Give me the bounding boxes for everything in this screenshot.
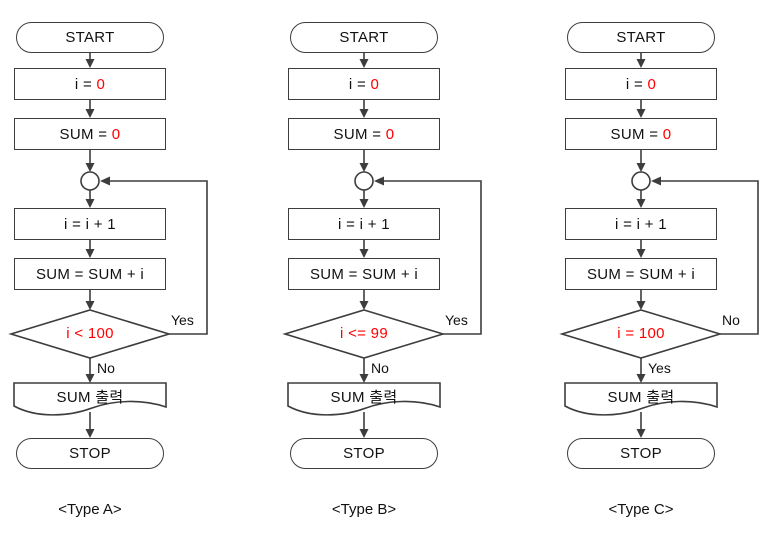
init-i-value: 0: [370, 75, 380, 93]
init-i-node: i = 0: [288, 68, 440, 100]
start-node: START: [290, 22, 438, 53]
accumulate-label: SUM = SUM + i: [309, 265, 419, 283]
start-node: START: [16, 22, 164, 53]
init-sum-node: SUM = 0: [14, 118, 166, 150]
increment-node: i = i + 1: [288, 208, 440, 240]
flowchart-column-type-a: START i = 0 SUM = 0 i = i + 1 SUM = SUM …: [0, 0, 220, 535]
start-label: START: [339, 29, 389, 46]
start-node: START: [567, 22, 715, 53]
init-sum-node: SUM = 0: [288, 118, 440, 150]
init-sum-value: 0: [662, 125, 672, 143]
accumulate-node: SUM = SUM + i: [14, 258, 166, 290]
increment-label: i = i + 1: [338, 215, 390, 233]
flowchart-column-type-c: START i = 0 SUM = 0 i = i + 1 SUM = SUM …: [551, 0, 768, 535]
init-sum-label: SUM =: [333, 125, 386, 143]
increment-node: i = i + 1: [565, 208, 717, 240]
init-sum-label: SUM =: [59, 125, 112, 143]
init-i-node: i = 0: [14, 68, 166, 100]
increment-label: i = i + 1: [64, 215, 116, 233]
init-i-label: i =: [348, 75, 371, 93]
stop-node: STOP: [16, 438, 164, 469]
accumulate-label: SUM = SUM + i: [586, 265, 696, 283]
init-sum-label: SUM =: [610, 125, 663, 143]
init-i-label: i =: [74, 75, 97, 93]
increment-node: i = i + 1: [14, 208, 166, 240]
flowchart-caption: <Type A>: [58, 501, 122, 518]
accumulate-node: SUM = SUM + i: [565, 258, 717, 290]
stop-node: STOP: [567, 438, 715, 469]
accumulate-label: SUM = SUM + i: [35, 265, 145, 283]
stop-label: STOP: [620, 445, 662, 462]
start-label: START: [616, 29, 666, 46]
accumulate-node: SUM = SUM + i: [288, 258, 440, 290]
flowchart-column-type-b: START i = 0 SUM = 0 i = i + 1 SUM = SUM …: [274, 0, 494, 535]
init-i-value: 0: [96, 75, 106, 93]
init-sum-value: 0: [111, 125, 121, 143]
increment-label: i = i + 1: [615, 215, 667, 233]
init-i-value: 0: [647, 75, 657, 93]
start-label: START: [65, 29, 115, 46]
flowchart-caption: <Type C>: [608, 501, 674, 518]
init-i-node: i = 0: [565, 68, 717, 100]
init-i-label: i =: [625, 75, 648, 93]
init-sum-value: 0: [385, 125, 395, 143]
stop-node: STOP: [290, 438, 438, 469]
stop-label: STOP: [69, 445, 111, 462]
flowchart-caption: <Type B>: [331, 501, 397, 518]
init-sum-node: SUM = 0: [565, 118, 717, 150]
stop-label: STOP: [343, 445, 385, 462]
